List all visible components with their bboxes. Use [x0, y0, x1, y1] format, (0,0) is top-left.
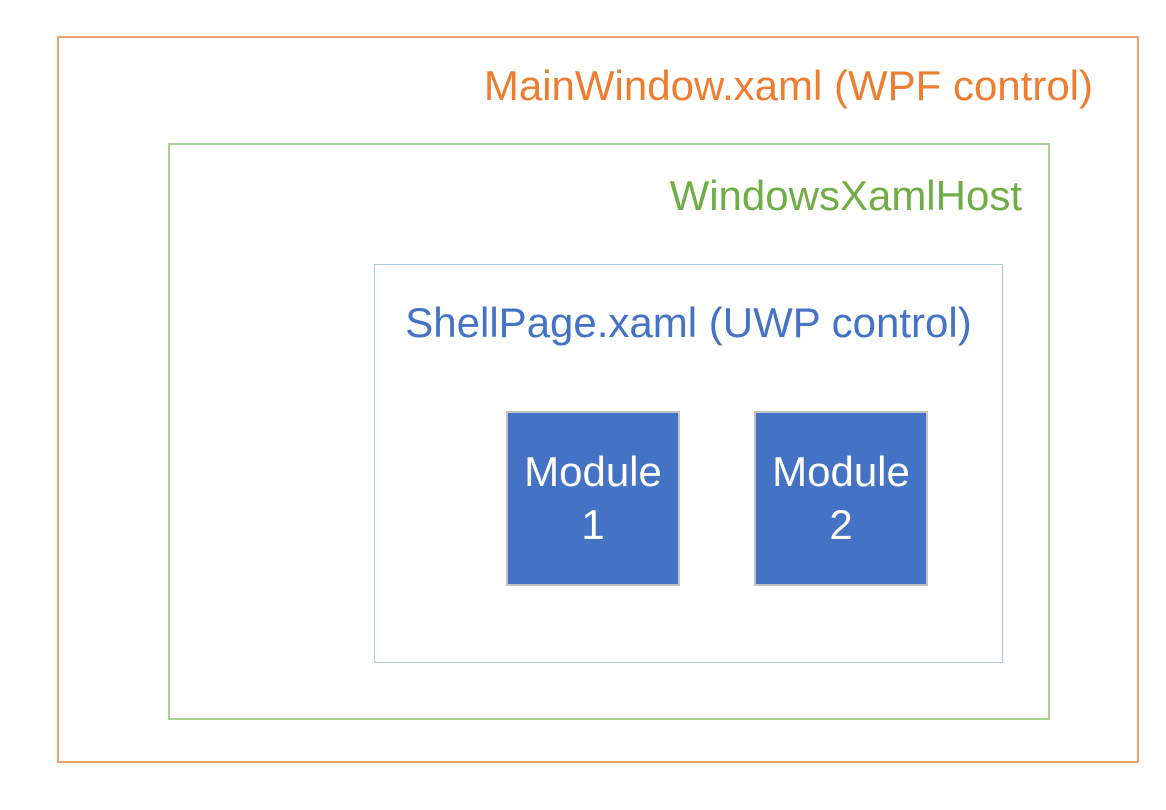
shellpage-label: ShellPage.xaml (UWP control) — [405, 299, 972, 346]
module-1-line2: 1 — [581, 500, 605, 548]
module-1-label: Module 1 — [524, 446, 662, 551]
module-1-line1: Module — [524, 448, 662, 495]
module-1-box: Module 1 — [506, 411, 680, 586]
windowsxamlhost-box: WindowsXamlHost ShellPage.xaml (UWP cont… — [168, 143, 1050, 720]
mainwindow-box: MainWindow.xaml (WPF control) WindowsXam… — [57, 36, 1139, 763]
windowsxamlhost-label: WindowsXamlHost — [669, 172, 1022, 219]
shellpage-box: ShellPage.xaml (UWP control) Module 1 Mo… — [374, 264, 1003, 663]
mainwindow-label: MainWindow.xaml (WPF control) — [483, 62, 1093, 109]
module-2-line1: Module — [772, 448, 910, 495]
module-2-line2: 2 — [829, 500, 853, 548]
module-2-box: Module 2 — [754, 411, 928, 586]
module-2-label: Module 2 — [772, 446, 910, 551]
